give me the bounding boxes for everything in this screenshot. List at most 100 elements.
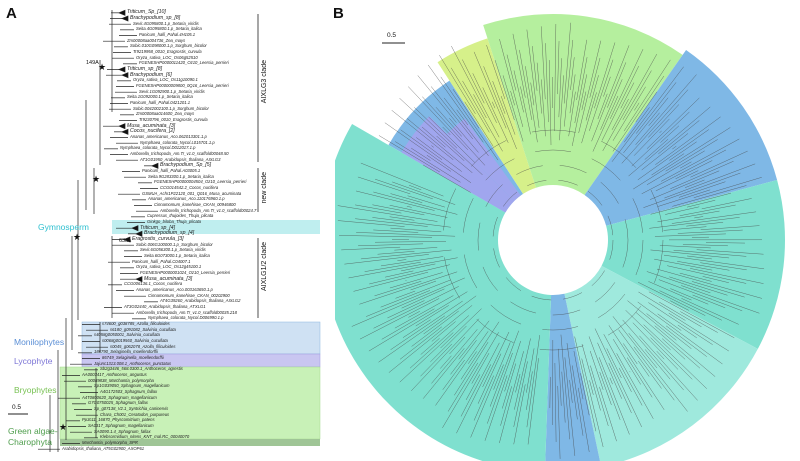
radial-tip-branch bbox=[648, 281, 692, 301]
radial-tip-branch bbox=[700, 262, 747, 271]
radial-tip-branch bbox=[611, 98, 629, 130]
radial-tip-branch bbox=[561, 371, 566, 423]
leaf-label: Zm00008aa004736_Zea_mays bbox=[127, 37, 186, 43]
lycophyte-label: Lycophyte bbox=[14, 356, 53, 366]
leaf-label: Sobic.0042002100.1.p_Sorghum_bicolor bbox=[133, 105, 209, 111]
radial-tip-branch bbox=[415, 305, 449, 327]
radial-tip-branch bbox=[442, 126, 451, 135]
radial-tip-branch bbox=[449, 118, 479, 153]
leaf-label: Sevir.4G095800.1.p_Setaria_viridis bbox=[133, 20, 199, 26]
leaf-label: Panicum_halli_Pahal.0421201.1 bbox=[130, 100, 191, 105]
collapsed-clade-triangle bbox=[135, 230, 143, 237]
radial-tip-branch bbox=[458, 320, 490, 360]
leaf-label: Panicum_halli_Pahal.A03005.1 bbox=[142, 168, 201, 173]
radial-tip-branch bbox=[378, 315, 445, 363]
radial-tip-branch bbox=[611, 66, 684, 162]
leaf-label: Triticum_sp_[4] bbox=[140, 224, 176, 231]
radial-tip-branch bbox=[359, 271, 458, 305]
radial-tip-branch bbox=[527, 358, 539, 445]
radial-tip-branch bbox=[431, 321, 456, 342]
leaf-label: Cupressus_thujoides_Thuja_plicata bbox=[147, 213, 214, 219]
radial-tip-branch bbox=[666, 325, 707, 357]
radial-tip-branch bbox=[454, 342, 489, 396]
star-marker-root: ★ bbox=[73, 232, 81, 242]
radial-tip-branch bbox=[606, 348, 622, 379]
radial-tip-branch bbox=[368, 291, 468, 352]
collapsed-clade-triangle bbox=[118, 9, 126, 16]
radial-tip-branch bbox=[667, 265, 747, 284]
radial-tip-branch bbox=[613, 339, 641, 385]
radial-tip-branch bbox=[422, 96, 486, 166]
radial-tip-branch bbox=[373, 286, 459, 329]
radial-tip-branch bbox=[574, 57, 588, 124]
radial-tip-branch bbox=[690, 150, 748, 178]
radial-tip-branch bbox=[691, 281, 745, 298]
radial-tip-branch bbox=[440, 76, 499, 161]
radial-tip-branch bbox=[603, 76, 611, 97]
radial-tip-branch bbox=[337, 220, 405, 227]
radial-tip-branch bbox=[494, 60, 515, 121]
radial-tip-branch bbox=[673, 250, 747, 257]
radial-tip-branch bbox=[460, 321, 500, 380]
radial-tip-branch bbox=[581, 91, 587, 111]
radial-tip-branch bbox=[589, 350, 604, 390]
radial-tip-branch bbox=[375, 241, 447, 243]
leaf-label: Seita.6G073000.1.p_Setaria_italica bbox=[144, 253, 210, 258]
collapsed-clade-triangle bbox=[151, 162, 159, 169]
leaf-label: Ananas_americanus_Aco.110176960.1.p bbox=[148, 196, 225, 202]
radial-tip-branch bbox=[358, 243, 424, 246]
radial-tip-branch bbox=[638, 291, 686, 321]
radial-tip-branch bbox=[557, 41, 560, 95]
leaf-label: Seita.1G092000.1.p_Setaria_italica bbox=[127, 94, 193, 100]
radial-tip-branch bbox=[355, 204, 402, 214]
circular-tree-branches bbox=[337, 22, 765, 459]
radial-tip-branch bbox=[389, 205, 448, 218]
scale-bar-b-label: 0.5 bbox=[387, 32, 397, 39]
inner-arc bbox=[462, 149, 644, 331]
radial-tip-branch bbox=[559, 75, 564, 141]
radial-tip-branch bbox=[603, 334, 643, 406]
tree-branches bbox=[38, 9, 159, 452]
radial-tip-branch bbox=[423, 348, 465, 399]
radial-tip-branch bbox=[612, 316, 688, 412]
radial-tip-branch bbox=[472, 73, 497, 123]
radial-tip-branch bbox=[594, 42, 616, 109]
radial-tip-branch bbox=[679, 204, 736, 216]
radial-tip-branch bbox=[607, 62, 627, 108]
radial-tip-branch bbox=[359, 298, 440, 340]
radial-tip-branch bbox=[598, 357, 630, 435]
radial-tip-branch bbox=[549, 60, 552, 146]
radial-tip-branch bbox=[681, 285, 760, 314]
radial-tip-branch bbox=[377, 251, 415, 255]
radial-tip-branch bbox=[443, 97, 489, 156]
radial-tip-branch bbox=[385, 270, 414, 278]
radial-tip-branch bbox=[356, 232, 456, 237]
radial-tip-branch bbox=[581, 343, 601, 411]
radial-tip-branch bbox=[426, 155, 452, 172]
radial-tip-branch bbox=[625, 310, 707, 389]
panel-b-circular-tree: 0.5 bbox=[335, 0, 800, 461]
radial-tip-branch bbox=[536, 62, 542, 114]
panel-a-letter: A bbox=[6, 5, 17, 22]
radial-tip-branch bbox=[655, 170, 699, 192]
radial-tip-branch bbox=[670, 161, 734, 189]
leaf-label: Ananas_americanus_Aco.062013301.1.p bbox=[130, 134, 207, 139]
leaf-label: Amborella_trichopoda_Am.Tr_v1.0_scaffold… bbox=[136, 309, 237, 315]
radial-tip-branch bbox=[622, 70, 652, 120]
radial-tip-branch bbox=[661, 338, 686, 360]
star-marker-new: ★ bbox=[92, 174, 100, 184]
radial-tip-branch bbox=[526, 371, 533, 410]
radial-tip-branch bbox=[597, 93, 608, 120]
radial-tip-branch bbox=[569, 379, 573, 403]
radial-tip-branch bbox=[462, 59, 485, 104]
radial-tip-branch bbox=[664, 163, 756, 199]
radial-tip-branch bbox=[411, 147, 431, 161]
leaf-label: s74600_g038785_Azolla_filiculoides bbox=[102, 321, 170, 326]
leaf-label: Pp3c11_16870_Physcomitrium_patens bbox=[82, 417, 155, 423]
radial-tip-branch bbox=[410, 280, 437, 291]
radial-tip-branch bbox=[658, 120, 700, 155]
radial-tip-branch bbox=[638, 282, 706, 316]
radial-tip-branch bbox=[526, 335, 540, 428]
green-algae-label-1: Green algae- bbox=[8, 426, 58, 436]
radial-tip-branch bbox=[483, 66, 517, 150]
